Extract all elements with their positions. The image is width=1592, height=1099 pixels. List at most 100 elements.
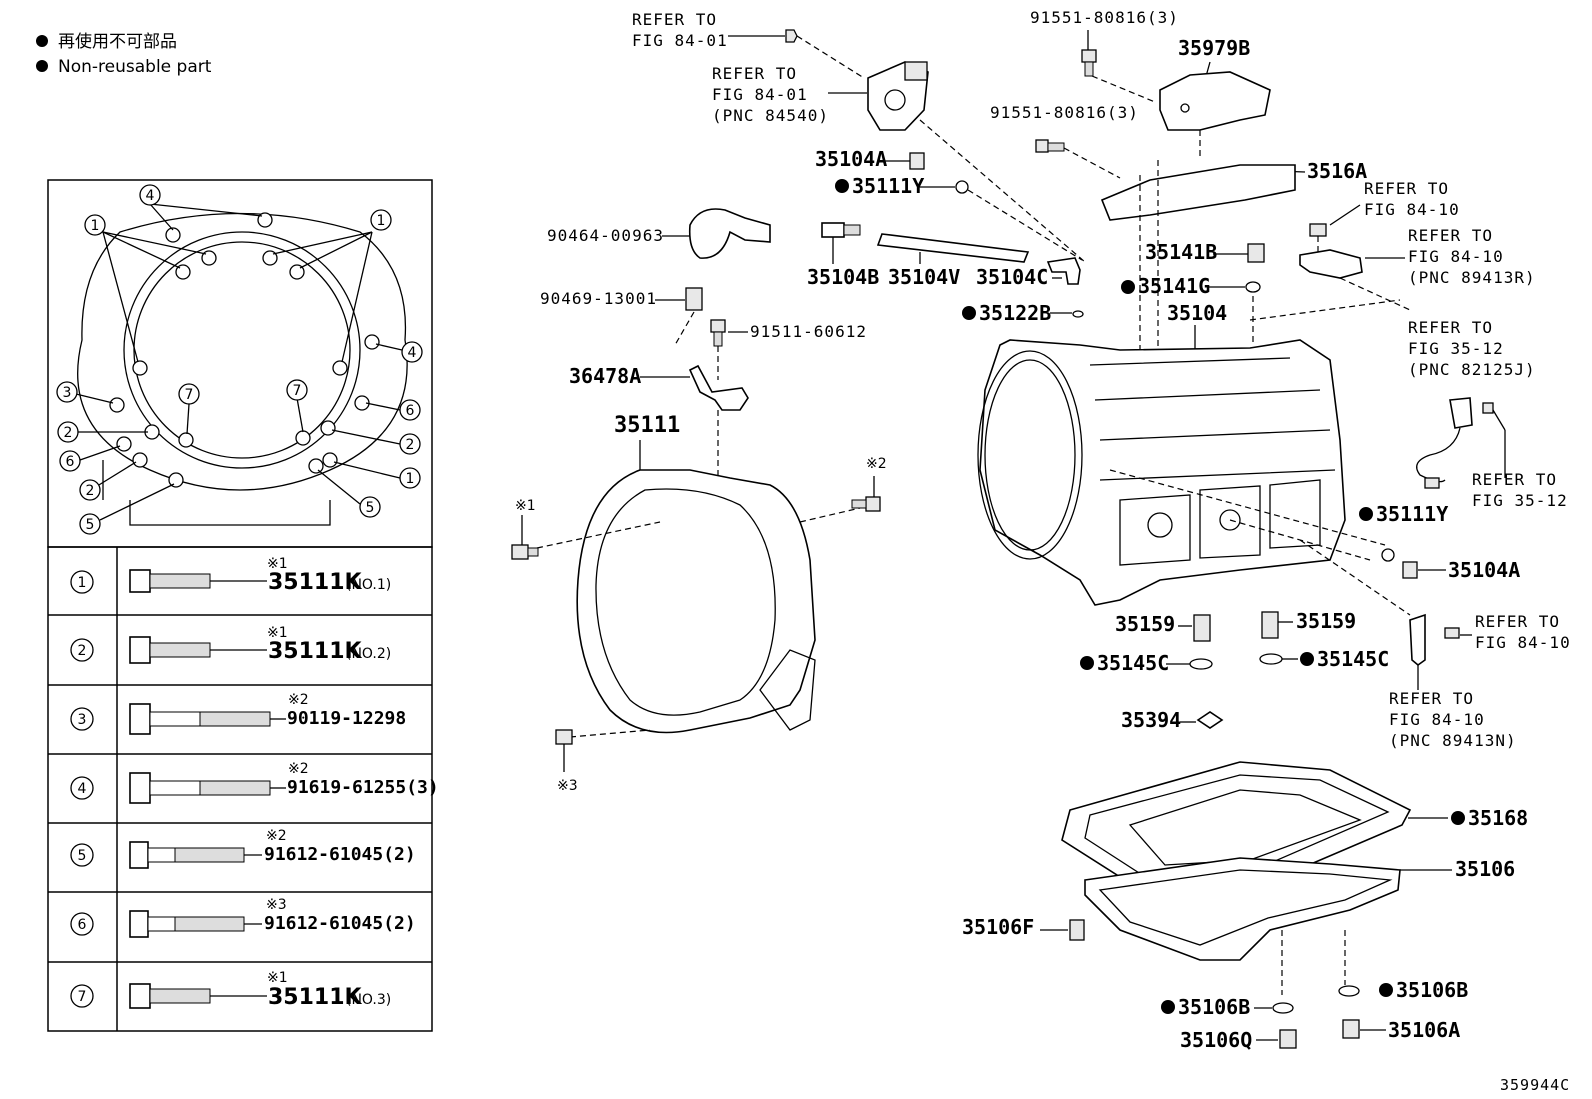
svg-text:FIG 84-01: FIG 84-01: [712, 85, 808, 104]
svg-text:35141G: 35141G: [1138, 274, 1210, 298]
svg-text:35104A: 35104A: [815, 147, 887, 171]
svg-text:4: 4: [78, 781, 87, 797]
svg-text:35145C: 35145C: [1097, 651, 1169, 675]
svg-text:7: 7: [185, 387, 194, 403]
refer-84-01-group: REFER TO FIG 84-01 REFER TO FIG 84-01 (P…: [632, 10, 1086, 263]
svg-text:91551-80816(3): 91551-80816(3): [990, 103, 1139, 122]
svg-text:※3: ※3: [557, 778, 578, 794]
svg-text:(PNC 89413R): (PNC 89413R): [1408, 268, 1536, 287]
svg-text:2: 2: [78, 643, 87, 659]
bolt-row-3: 3 ※2 90119-12298: [70, 692, 406, 735]
svg-text:REFER TO: REFER TO: [1408, 318, 1493, 337]
svg-text:35141B: 35141B: [1145, 240, 1217, 264]
svg-text:※1: ※1: [267, 556, 288, 572]
svg-text:FIG 35-12: FIG 35-12: [1472, 491, 1568, 510]
svg-text:(PNC 82125J): (PNC 82125J): [1408, 360, 1536, 379]
bolt-row-6: 6 ※3 91612-61045(2): [70, 897, 416, 938]
svg-text:FIG 84-10: FIG 84-10: [1364, 200, 1460, 219]
svg-text:91612-61045(2): 91612-61045(2): [264, 844, 416, 865]
bolt-table: 1 ※1 35111K (NO.1) 2 ※1 35111K (NO.2) 3 …: [47, 546, 439, 1032]
flange-callouts: 4 1 1 4 3 6 2 7 7 2 6 2 1 5: [56, 184, 423, 535]
svg-text:35111K: 35111K: [268, 570, 363, 595]
svg-text:90464-00963: 90464-00963: [547, 226, 664, 245]
svg-text:4: 4: [408, 345, 417, 361]
oil-pan: 35168 35106 35106F 35106B 35106B 35106A …: [962, 761, 1528, 1052]
svg-text:35111Y: 35111Y: [1376, 502, 1448, 526]
svg-text:35106A: 35106A: [1388, 1018, 1460, 1042]
converter-housing: 35111 ※2 ※1 ※3: [511, 413, 887, 794]
svg-text:35106B: 35106B: [1178, 995, 1250, 1019]
svg-text:6: 6: [66, 454, 75, 470]
svg-text:6: 6: [78, 917, 87, 933]
svg-text:35111K: 35111K: [268, 985, 363, 1010]
bolt-row-2: 2 ※1 35111K (NO.2): [70, 625, 391, 664]
svg-text:35106: 35106: [1455, 857, 1515, 881]
svg-text:(NO.3): (NO.3): [346, 992, 391, 1008]
bolt-row-7: 7 ※1 35111K (NO.3): [70, 970, 391, 1010]
svg-text:1: 1: [377, 213, 386, 229]
svg-text:35104: 35104: [1167, 301, 1227, 325]
svg-text:7: 7: [293, 383, 302, 399]
svg-text:35111Y: 35111Y: [852, 174, 924, 198]
bullet-icon: [36, 60, 48, 72]
svg-text:1: 1: [78, 575, 87, 591]
svg-text:1: 1: [406, 471, 415, 487]
svg-text:35106B: 35106B: [1396, 978, 1468, 1002]
svg-text:90119-12298: 90119-12298: [287, 708, 406, 729]
svg-text:35394: 35394: [1121, 708, 1181, 732]
top-right-parts: 91551-80816(3) 35979B 91551-80816(3) 351…: [990, 8, 1367, 350]
svg-text:35168: 35168: [1468, 806, 1528, 830]
svg-text:(NO.2): (NO.2): [346, 646, 391, 662]
svg-text:REFER TO: REFER TO: [712, 64, 797, 83]
svg-text:5: 5: [86, 517, 95, 533]
svg-text:36478A: 36478A: [569, 364, 641, 388]
svg-text:FIG 35-12: FIG 35-12: [1408, 339, 1504, 358]
svg-text:※2: ※2: [288, 761, 309, 777]
svg-text:90469-13001: 90469-13001: [540, 289, 657, 308]
svg-text:(PNC 89413N): (PNC 89413N): [1389, 731, 1517, 750]
svg-text:※2: ※2: [266, 828, 287, 844]
svg-text:35145C: 35145C: [1317, 647, 1389, 671]
svg-text:FIG 84-01: FIG 84-01: [632, 31, 728, 50]
valve-parts: 35104A 35111Y 90464-00963 35104B 35104V …: [547, 147, 1083, 289]
svg-text:(PNC 84540): (PNC 84540): [712, 106, 829, 125]
svg-text:91612-61045(2): 91612-61045(2): [264, 913, 416, 934]
svg-text:35111: 35111: [614, 413, 680, 438]
svg-text:5: 5: [78, 848, 87, 864]
svg-text:35159: 35159: [1296, 609, 1356, 633]
svg-text:FIG 84-10: FIG 84-10: [1389, 710, 1485, 729]
svg-text:3: 3: [78, 712, 87, 728]
svg-text:7: 7: [78, 989, 87, 1005]
svg-text:35104V: 35104V: [888, 265, 960, 289]
svg-text:※2: ※2: [866, 456, 887, 472]
svg-text:REFER TO: REFER TO: [1475, 612, 1560, 631]
svg-text:6: 6: [406, 403, 415, 419]
right-refers: REFER TO FIG 84-10 REFER TO FIG 84-10 (P…: [1299, 179, 1571, 750]
svg-text:35111K: 35111K: [268, 639, 363, 664]
flange-panel: 4 1 1 4 3 6 2 7 7 2 6 2 1 5: [47, 179, 433, 548]
svg-text:(NO.1): (NO.1): [346, 577, 391, 593]
svg-text:1: 1: [91, 218, 100, 234]
bracket-parts: 91511-60612 36478A: [569, 319, 866, 480]
svg-text:5: 5: [366, 500, 375, 516]
bolt-row-5: 5 ※2 91612-61045(2): [70, 828, 416, 869]
svg-text:3516A: 3516A: [1307, 159, 1367, 183]
svg-text:2: 2: [406, 437, 415, 453]
svg-text:3: 3: [63, 385, 72, 401]
svg-text:91619-61255(3): 91619-61255(3): [287, 777, 439, 798]
svg-text:REFER TO: REFER TO: [1389, 689, 1474, 708]
svg-text:4: 4: [146, 188, 155, 204]
svg-text:2: 2: [64, 425, 73, 441]
svg-text:※1: ※1: [515, 498, 536, 514]
svg-text:FIG 84-10: FIG 84-10: [1475, 633, 1571, 652]
svg-text:35104B: 35104B: [807, 265, 879, 289]
svg-text:35104C: 35104C: [976, 265, 1048, 289]
svg-text:※1: ※1: [267, 625, 288, 641]
bullet-icon: [36, 35, 48, 47]
legend: 再使用不可部品 Non-reusable part: [36, 31, 212, 77]
diagram-code: 359944C: [1500, 1076, 1570, 1094]
transmission-case: [977, 299, 1411, 616]
svg-text:35104A: 35104A: [1448, 558, 1520, 582]
svg-text:REFER TO: REFER TO: [632, 10, 717, 29]
